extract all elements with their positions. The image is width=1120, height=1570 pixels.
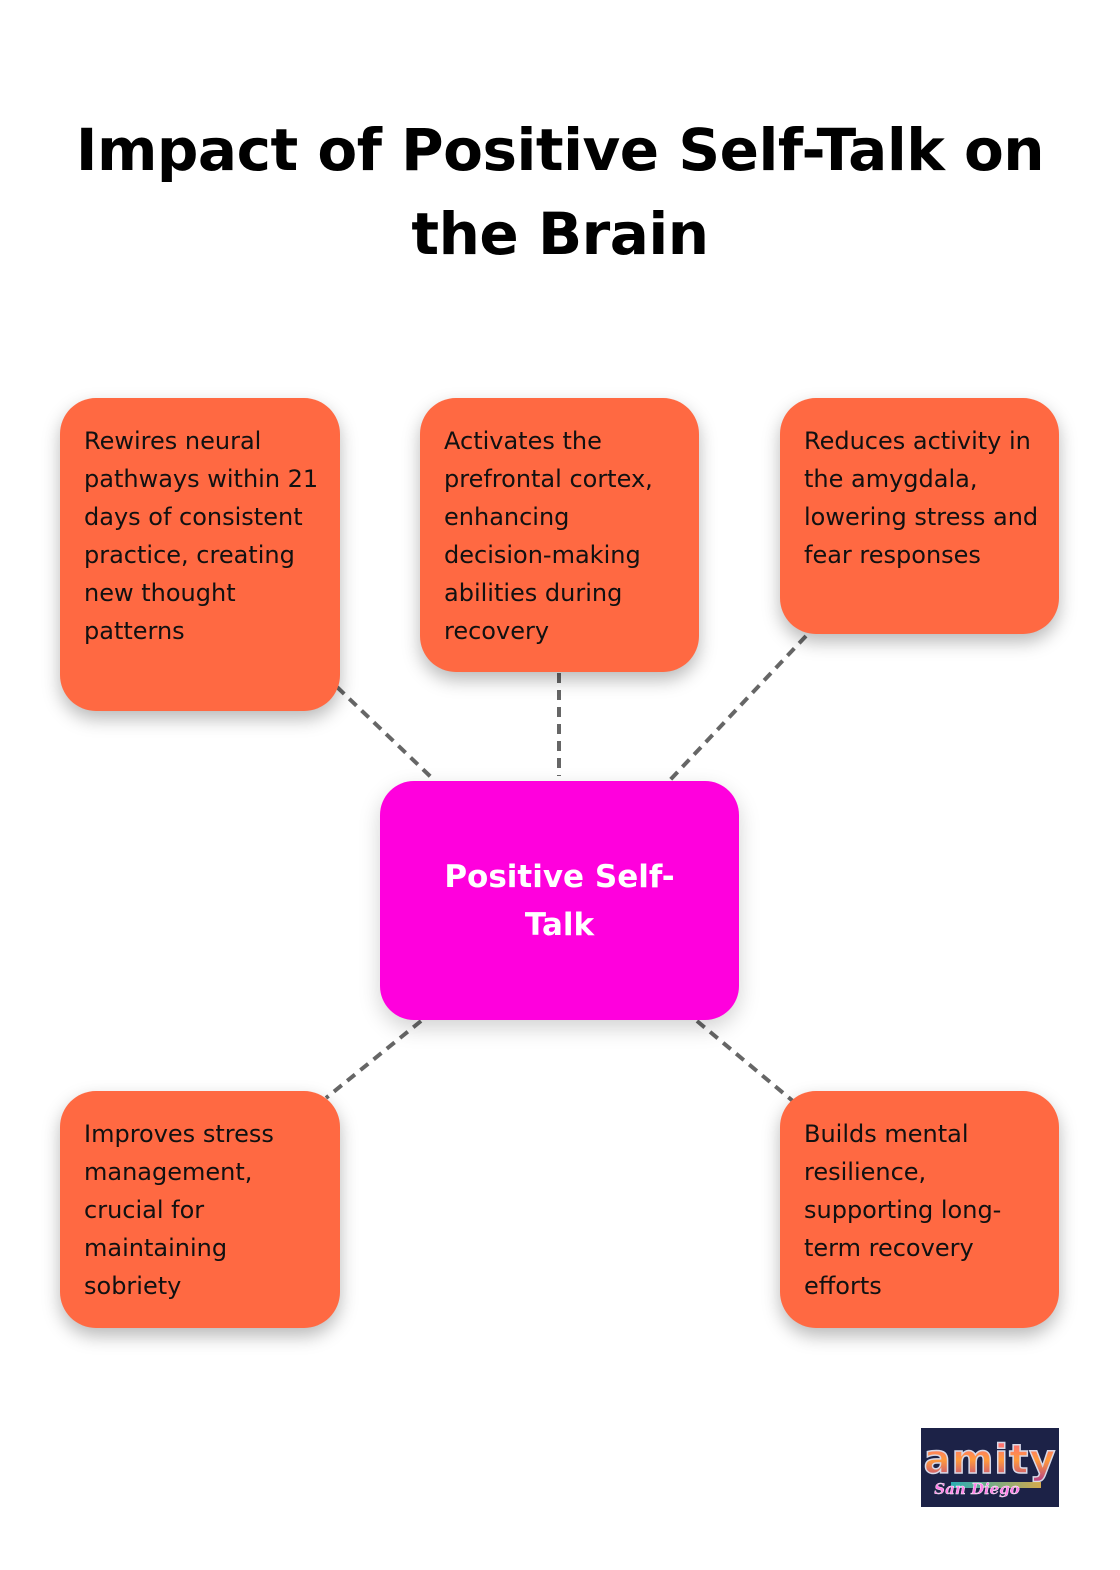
node-text: Activates the prefrontal cortex, enhanci… [444, 427, 653, 645]
connector-bottom-left [324, 1019, 423, 1100]
node-bottom-left: Improves stress management, crucial for … [60, 1091, 340, 1328]
center-node: Positive Self-Talk [380, 781, 739, 1020]
node-top-left: Rewires neural pathways within 21 days o… [60, 398, 340, 711]
center-node-label: Positive Self-Talk [444, 858, 675, 943]
node-bottom-right: Builds mental resilience, supporting lon… [780, 1091, 1059, 1328]
logo-graphic: amity San Diego [921, 1428, 1059, 1507]
node-text: Rewires neural pathways within 21 days o… [84, 427, 319, 645]
node-top-right: Reduces activity in the amygdala, loweri… [780, 398, 1059, 634]
node-text: Reduces activity in the amygdala, loweri… [804, 427, 1039, 569]
node-text: Improves stress management, crucial for … [84, 1120, 274, 1300]
connector-top-left [335, 685, 435, 781]
diagram-title: Impact of Positive Self-Talk on the Brai… [0, 108, 1120, 276]
logo-wordmark: amity [924, 1437, 1057, 1483]
title-line-2: the Brain [411, 200, 709, 268]
node-text: Builds mental resilience, supporting lon… [804, 1120, 1002, 1300]
connector-bottom-right [695, 1019, 796, 1104]
node-top-center: Activates the prefrontal cortex, enhanci… [420, 398, 699, 672]
logo-script: San Diego [934, 1480, 1019, 1498]
amity-san-diego-logo: amity San Diego [921, 1428, 1059, 1507]
title-line-1: Impact of Positive Self-Talk on [75, 116, 1045, 184]
